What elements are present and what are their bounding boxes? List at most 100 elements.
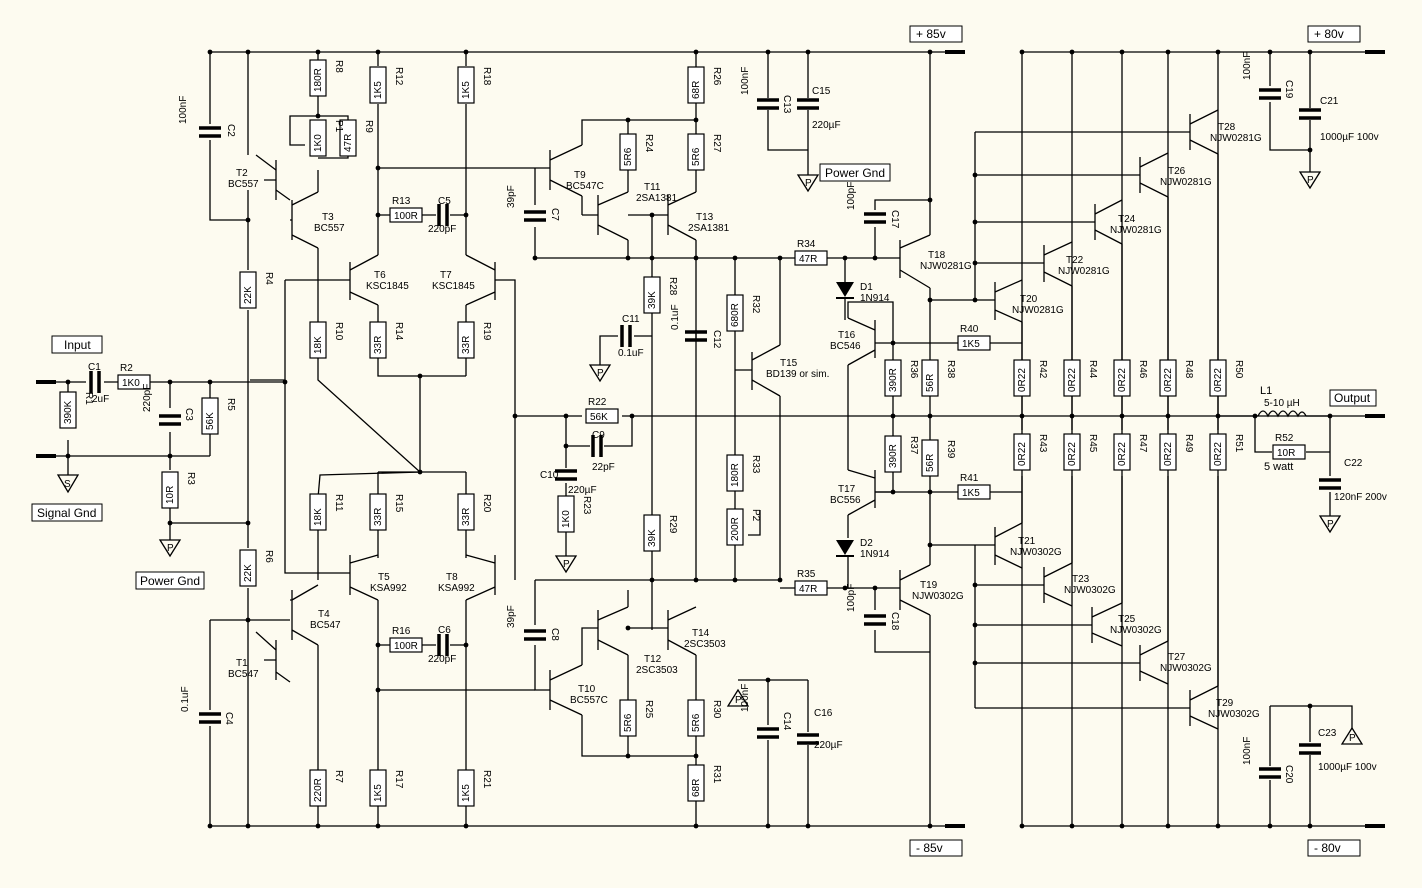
junction-dot [245,217,251,223]
transistor-type: NJW0281G [920,261,972,272]
resistor-ref: R44 [1087,360,1098,379]
gnd-mark: P [1349,733,1356,744]
capacitor-value: 220µF [568,485,597,496]
resistor-value: 0R22 [1017,368,1028,392]
junction-dot [167,379,173,385]
resistor-value: 390K [63,400,74,424]
resistor-ref: R38 [945,360,956,379]
capacitor-value: 100nF [1242,52,1253,80]
resistor-ref: R31 [711,765,722,784]
transistor-type: BC547C [566,181,604,192]
junction-dot [563,443,569,449]
junction-dot [765,823,771,829]
junction-dot [1215,49,1221,55]
junction-dot [1165,413,1171,419]
resistor-value: 220R [313,778,324,802]
transistor-type: 2SA1381 [636,193,678,204]
transistor-type: 2SA1381 [688,223,730,234]
transistor-type: BC557C [570,695,608,706]
resistor-ref: R4 [263,272,274,285]
capacitor-ref: C8 [549,628,560,641]
transistor-ref: T23 [1072,574,1090,585]
transistor-ref: T27 [1168,652,1186,663]
resistor-ref: R20 [481,494,492,513]
transistor-type: NJW0281G [1058,266,1110,277]
transistor-ref: T15 [780,358,798,369]
diode-ref: D2 [860,538,873,549]
transistor-ref: T22 [1066,255,1084,266]
capacitor-value: 39pF [506,605,517,628]
junction-dot [375,165,381,171]
junction-dot [693,753,699,759]
junction-dot [512,413,518,419]
capacitor-value: 220pF [428,224,456,235]
junction-dot [375,823,381,829]
capacitor-value: 2uF [92,394,109,405]
transistor-type: NJW0281G [1160,177,1212,188]
resistor-value: 180R [730,463,741,487]
junction-dot [167,453,173,459]
junction-dot [315,823,321,829]
output-label: Output [1334,391,1371,405]
transistor-t15: T15 [780,358,798,369]
resistor-ref: R3 [185,472,196,485]
capacitor-ref: C22 [1344,458,1363,469]
transistor-ref: T8 [446,572,458,583]
resistor-value: 1K5 [962,339,980,350]
transistor-ref: T29 [1216,698,1234,709]
transistor-ref: T19 [920,580,938,591]
transistor-ref: T21 [1018,536,1036,547]
junction-dot [693,49,699,55]
transistor-labels: T1BC547T2BC557T3BC557T4BC547T5KSA992T6KS… [228,122,1262,720]
junction-dot [649,212,655,218]
capacitor-value: 100nF [178,96,189,124]
junction-dot [1019,413,1025,419]
capacitor-value: 0.1uF [618,348,644,359]
resistor-ref: R5 [225,398,236,411]
resistor-ref: P2 [750,509,761,522]
junction-dot [375,49,381,55]
resistor-ref: R16 [392,626,411,637]
resistor-ref: R50 [1233,360,1244,379]
capacitor-ref: C16 [814,708,833,719]
transistor-type: NJW0302G [1160,663,1212,674]
gnd-mark: P [1327,519,1334,530]
junction-dot [417,373,423,379]
junction-dot [375,212,381,218]
junction-dot [1119,49,1125,55]
transistor-ref: T25 [1118,614,1136,625]
junction-dot [463,642,469,648]
junction-dot [732,577,738,583]
capacitor-value: 100nF [740,684,751,712]
junction-dot [777,255,783,261]
transistor-type: BC547 [310,620,341,631]
